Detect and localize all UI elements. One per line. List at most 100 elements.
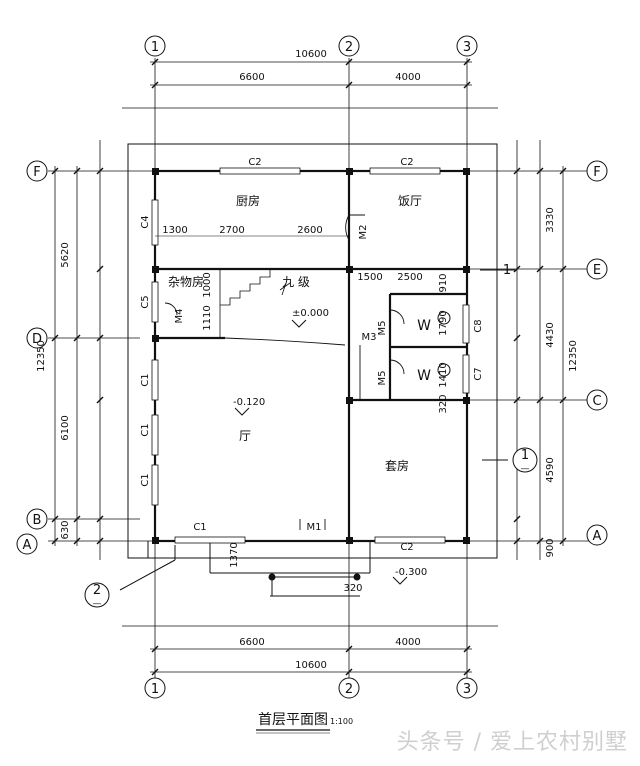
axis-bottom-2: 2 bbox=[345, 682, 353, 697]
axis-right-a: A bbox=[593, 529, 602, 544]
dimension-tick bbox=[73, 334, 81, 342]
room-suite: 套房 bbox=[385, 458, 409, 473]
tag-c1-bottom: C1 bbox=[193, 522, 206, 533]
elevation-main: ±0.000 bbox=[292, 308, 329, 319]
elevation-porch: -0.300 bbox=[395, 567, 427, 578]
tag-m4: M4 bbox=[174, 309, 185, 324]
dim-bottom-b: 4000 bbox=[395, 637, 420, 648]
dimension-tick bbox=[513, 396, 521, 404]
dim-kitchen-b: 2700 bbox=[219, 225, 244, 236]
dim-kitchen-a: 1300 bbox=[162, 225, 187, 236]
dimension-tick bbox=[513, 537, 521, 545]
dim-hall-a: 1500 bbox=[357, 272, 382, 283]
dimension-tick bbox=[151, 668, 159, 676]
axis-bottom-1: 1 bbox=[151, 682, 159, 697]
dim-top-a: 6600 bbox=[239, 72, 264, 83]
dimension-tick bbox=[96, 515, 104, 523]
dim-left-c: 630 bbox=[60, 520, 71, 539]
dimension-tick bbox=[96, 167, 104, 175]
axis-left-a: A bbox=[23, 538, 32, 553]
section-2-num: 2 bbox=[93, 583, 101, 598]
tag-c5: C5 bbox=[140, 295, 151, 308]
dimension-tick bbox=[96, 265, 104, 273]
dim-left-b: 6100 bbox=[60, 415, 71, 440]
dim-left-a: 5620 bbox=[60, 242, 71, 267]
dim-left-total: 12350 bbox=[36, 340, 47, 372]
dimension-tick bbox=[151, 58, 159, 66]
axis-left-f: F bbox=[33, 165, 40, 180]
dim-hall-b: 2500 bbox=[397, 272, 422, 283]
dimension-tick bbox=[51, 537, 59, 545]
room-stairs: 九 级 bbox=[282, 275, 310, 289]
axis-top-1: 1 bbox=[151, 40, 159, 55]
dim-wc-a: 910 bbox=[438, 273, 449, 292]
dim-bottom-a: 6600 bbox=[239, 637, 264, 648]
axis-right-f: F bbox=[593, 165, 600, 180]
section-1-num: 1 bbox=[521, 448, 529, 463]
dim-right-total: 12350 bbox=[568, 340, 579, 372]
dimension-tick bbox=[345, 645, 353, 653]
drawing-scale: 1:100 bbox=[330, 717, 353, 726]
tag-c7: C7 bbox=[473, 367, 484, 380]
dimension-tick bbox=[51, 167, 59, 175]
dim-top-b: 4000 bbox=[395, 72, 420, 83]
tag-c1-b: C1 bbox=[140, 423, 151, 436]
dimension-tick bbox=[463, 645, 471, 653]
room-living: 厅 bbox=[239, 429, 251, 443]
dim-stair-a: 1000 bbox=[202, 272, 213, 297]
dimension-tick bbox=[96, 537, 104, 545]
tag-m5-b: M5 bbox=[377, 371, 388, 386]
tag-c4: C4 bbox=[140, 215, 151, 228]
dimension-tick bbox=[536, 167, 544, 175]
tag-m3: M3 bbox=[362, 332, 377, 343]
dimension-tick bbox=[536, 265, 544, 273]
dimension-tick bbox=[345, 668, 353, 676]
elevation-living: -0.120 bbox=[233, 397, 265, 408]
dimension-tick bbox=[96, 334, 104, 342]
dimension-tick bbox=[96, 396, 104, 404]
tag-c2-top-left: C2 bbox=[248, 157, 261, 168]
dim-stair-b: 1110 bbox=[202, 305, 213, 330]
tag-c8: C8 bbox=[473, 319, 484, 332]
dimension-tick bbox=[51, 515, 59, 523]
tag-m5-a: M5 bbox=[377, 321, 388, 336]
dim-wc-c: 1410 bbox=[438, 362, 449, 387]
section-1-mark: 1 bbox=[503, 263, 511, 278]
room-wc-1: W bbox=[417, 318, 431, 334]
room-wc-2: W bbox=[417, 368, 431, 384]
dim-top-total: 10600 bbox=[295, 49, 327, 60]
room-storage: 杂物房 bbox=[168, 274, 204, 289]
axis-top-2: 2 bbox=[345, 40, 353, 55]
dimension-tick bbox=[513, 167, 521, 175]
dim-bottom-total: 10600 bbox=[295, 660, 327, 671]
axis-right-c: C bbox=[592, 394, 601, 409]
dimension-tick bbox=[559, 167, 567, 175]
tag-c2-bottom: C2 bbox=[400, 542, 413, 553]
dimension-tick bbox=[513, 334, 521, 342]
dim-porch-a: 1370 bbox=[229, 542, 240, 567]
tag-m1: M1 bbox=[307, 522, 322, 533]
dimension-tick bbox=[73, 537, 81, 545]
watermark: 头条号 / 爱上农村别墅 bbox=[396, 730, 628, 755]
dimension-tick bbox=[559, 537, 567, 545]
axis-right-e: E bbox=[593, 263, 601, 278]
dimension-tick bbox=[463, 58, 471, 66]
dim-kitchen-c: 2600 bbox=[297, 225, 322, 236]
dim-right-c: 4590 bbox=[545, 457, 556, 482]
axis-bottom-3: 3 bbox=[463, 682, 471, 697]
dimension-tick bbox=[151, 81, 159, 89]
dim-right-b: 4430 bbox=[545, 322, 556, 347]
tag-c1-c: C1 bbox=[140, 473, 151, 486]
drawing-title: 首层平面图 bbox=[258, 712, 328, 728]
dim-porch-b: 320 bbox=[343, 583, 362, 594]
axis-top-3: 3 bbox=[463, 40, 471, 55]
dimension-tick bbox=[73, 167, 81, 175]
dimension-tick bbox=[73, 515, 81, 523]
section-2-den: — bbox=[93, 599, 102, 609]
section-1-den: — bbox=[521, 464, 530, 474]
dimension-tick bbox=[345, 81, 353, 89]
dim-wc-b: 1790 bbox=[438, 310, 449, 335]
room-dining: 饭厅 bbox=[398, 194, 422, 208]
dimension-tick bbox=[559, 396, 567, 404]
